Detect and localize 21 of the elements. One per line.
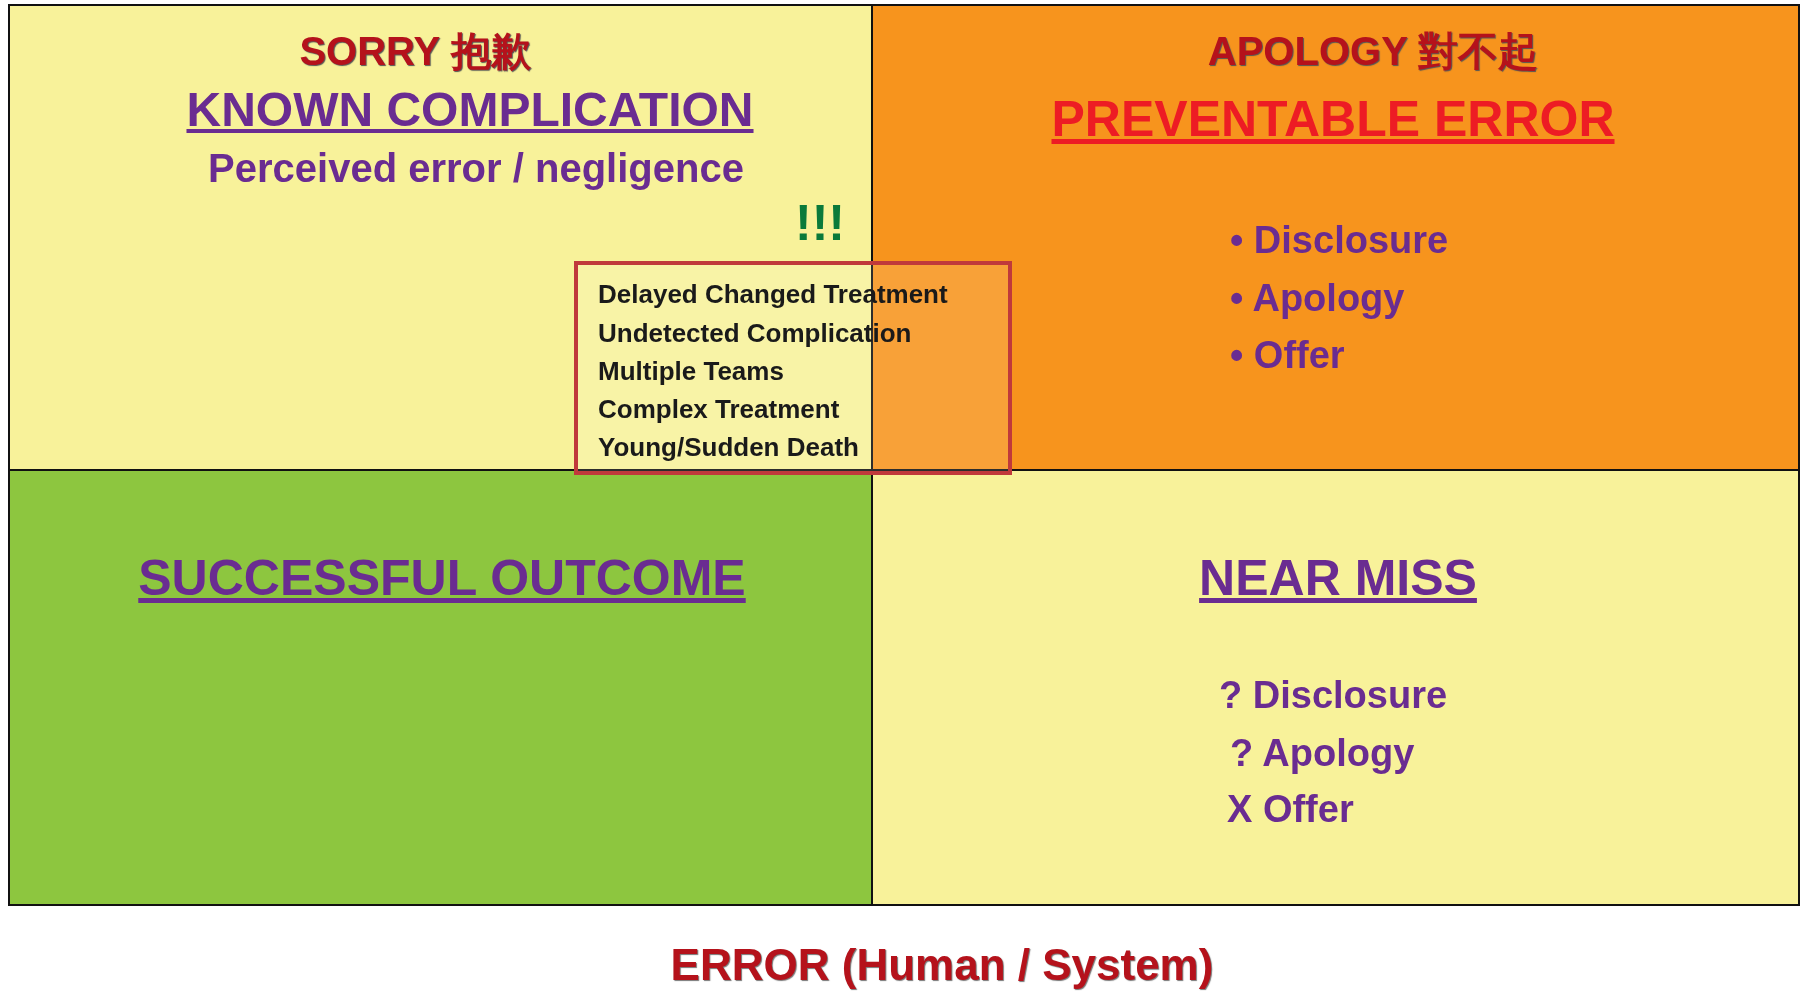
quadrant-heading: PREVENTABLE ERROR — [1051, 90, 1615, 148]
quadrant-panel — [871, 469, 1800, 906]
factor-item: Complex Treatment — [598, 394, 840, 425]
exclamation-marks: !!! — [795, 194, 845, 252]
bullet-item: • Apology — [1230, 277, 1405, 320]
quadrant-title: APOLOGY 對不起 — [1207, 28, 1539, 75]
quadrant-title: SORRY 抱歉 — [299, 28, 531, 75]
list-item: ? Disclosure — [1219, 674, 1448, 717]
caption-text: ERROR (Human / System) — [670, 940, 1214, 990]
quadrant-heading: KNOWN COMPLICATION — [186, 82, 754, 137]
quadrant-panel — [8, 469, 873, 906]
bullet-item: • Disclosure — [1230, 219, 1449, 262]
list-item: X Offer — [1227, 788, 1354, 831]
quadrant-heading: SUCCESSFUL OUTCOME — [138, 549, 746, 607]
factor-item: Multiple Teams — [598, 356, 784, 387]
list-item: ? Apology — [1230, 732, 1415, 775]
quadrant-heading: NEAR MISS — [1199, 549, 1477, 607]
factor-item: Young/Sudden Death — [598, 432, 859, 463]
subtitle-text: Perceived error / negligence — [208, 146, 744, 191]
callout-box — [574, 261, 1012, 475]
bullet-item: • Offer — [1230, 334, 1345, 377]
